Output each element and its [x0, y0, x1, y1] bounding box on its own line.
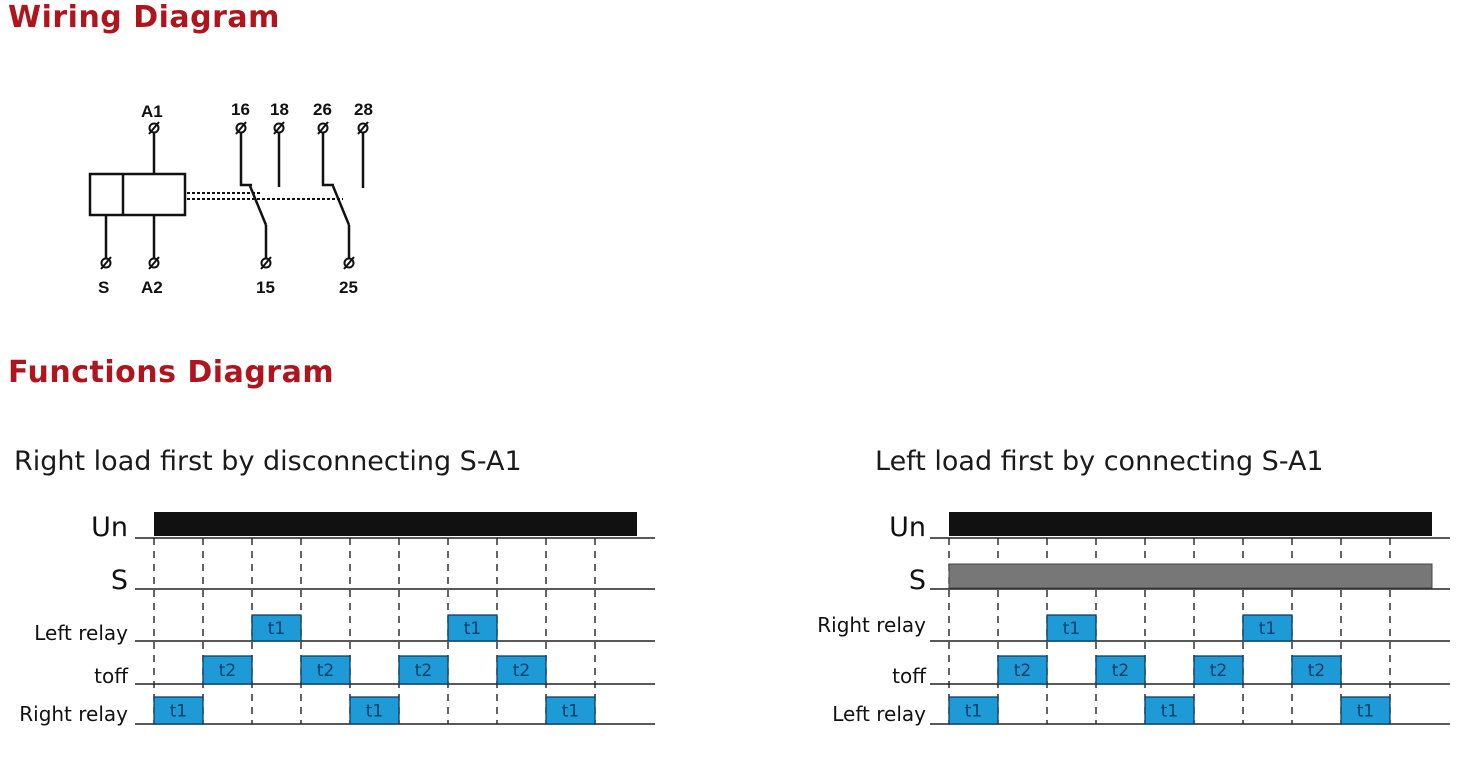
wiring-diagram: A1 S A2 16 18 15 26 28 [88, 100, 373, 297]
left-row3-t1-pulse-2-label: t1 [464, 619, 481, 639]
terminal-25-label: 25 [339, 278, 358, 297]
contact-15-switch-arm [248, 185, 268, 226]
right-row3-t1-pulse-2 [1242, 614, 1293, 642]
right-toff-t2-pulse-1 [997, 655, 1048, 685]
right-row3-t1-pulse-1-label: t1 [1063, 619, 1080, 639]
right-row5-t1-pulse-3-label: t1 [1357, 702, 1374, 722]
terminal-15-icon [260, 256, 272, 270]
left-toff-t2-pulse-3 [398, 655, 449, 685]
left-toff-t2-pulse-2 [300, 655, 351, 685]
left-row5-t1-pulse-2 [349, 696, 400, 725]
left-toff-t2-pulse-1 [202, 655, 253, 685]
left-row5-t1-pulse-2-label: t1 [366, 702, 383, 722]
left-toff-t2-pulse-1-label: t2 [219, 661, 236, 681]
left-row5-t1-pulse-3-label: t1 [562, 702, 579, 722]
right-row5-t1-pulse-3 [1340, 696, 1391, 725]
right-toff-t2-pulse-3-label: t2 [1210, 661, 1227, 681]
left-toff-t2-pulse-2-label: t2 [317, 661, 334, 681]
right-toff-t2-pulse-2 [1095, 655, 1146, 685]
terminal-18-icon [273, 121, 285, 135]
left-row3-t1-pulse-1-label: t1 [268, 619, 285, 639]
right-row-label-3: Right relay [817, 613, 926, 637]
right-row-label-2: S [909, 565, 926, 596]
right-row-label-5: Left relay [832, 702, 926, 726]
right-toff-t2-pulse-4 [1291, 655, 1342, 685]
right-row-label-1: Un [889, 512, 926, 543]
right-un-signal [949, 512, 1432, 536]
left-row3-t1-pulse-1 [251, 614, 302, 642]
contact-16-wire [239, 133, 252, 187]
terminal-26-label: 26 [313, 100, 332, 119]
left-row-label-5: Right relay [19, 702, 128, 726]
contact-25-switch-arm [331, 185, 351, 226]
left-row5-t1-pulse-3 [545, 696, 596, 725]
right-timing-diagram: t1 t1 t2 t2 t2 t2 t1 t1 t1 UnS Right relay toffLeft… [817, 512, 1450, 726]
terminal-26-icon [317, 121, 329, 135]
right-row5-t1-pulse-1-label: t1 [965, 702, 982, 722]
right-toff-t2-pulse-3 [1193, 655, 1244, 685]
left-row3-t1-pulse-2 [447, 614, 498, 642]
wiring-diagram-title: Wiring Diagram [8, 0, 280, 35]
terminal-a1-label: A1 [141, 102, 163, 121]
right-row3-t1-pulse-2-label: t1 [1259, 619, 1276, 639]
left-timing-diagram: t1 t1 t2 t2 t2 t2 t1 t1 t1 UnS Left relay toffRight… [19, 512, 655, 726]
terminal-16-label: 16 [231, 100, 250, 119]
left-timing-diagram-title: Right load first by disconnecting S-A1 [14, 446, 522, 477]
left-row5-t1-pulse-1-label: t1 [170, 702, 187, 722]
right-s-signal [948, 563, 1433, 589]
left-row5-t1-pulse-1 [153, 696, 204, 725]
left-toff-t2-pulse-3-label: t2 [415, 661, 432, 681]
left-toff-t2-pulse-4 [496, 655, 547, 685]
terminal-a2-label: A2 [141, 278, 163, 297]
right-row3-t1-pulse-1 [1046, 614, 1097, 642]
right-toff-t2-pulse-1-label: t2 [1014, 661, 1031, 681]
terminal-18-label: 18 [270, 100, 289, 119]
right-row5-t1-pulse-2 [1144, 696, 1195, 725]
left-row-label-4: toff [94, 664, 129, 688]
terminal-25-icon [343, 256, 355, 270]
terminal-s-label: S [98, 278, 109, 297]
right-toff-t2-pulse-2-label: t2 [1112, 661, 1129, 681]
contact-26-wire [321, 133, 334, 187]
right-timing-diagram-title: Left load first by connecting S-A1 [875, 446, 1324, 477]
terminal-a2-icon [148, 256, 160, 270]
left-row-label-1: Un [91, 512, 128, 543]
right-row-label-4: toff [892, 664, 927, 688]
right-row5-t1-pulse-1 [948, 696, 999, 725]
left-row-label-2: S [111, 565, 128, 596]
right-row5-t1-pulse-2-label: t1 [1161, 702, 1178, 722]
left-row-label-3: Left relay [34, 621, 128, 645]
left-un-signal [154, 512, 637, 536]
terminal-28-label: 28 [354, 100, 373, 119]
terminal-a1-icon [148, 121, 160, 135]
terminal-15-label: 15 [256, 278, 275, 297]
relay-coil [88, 172, 187, 217]
functions-diagram-title: Functions Diagram [8, 355, 335, 390]
terminal-s-icon [100, 256, 112, 270]
right-toff-t2-pulse-4-label: t2 [1308, 661, 1325, 681]
terminal-28-icon [357, 121, 369, 135]
left-toff-t2-pulse-4-label: t2 [513, 661, 530, 681]
terminal-16-icon [235, 121, 247, 135]
